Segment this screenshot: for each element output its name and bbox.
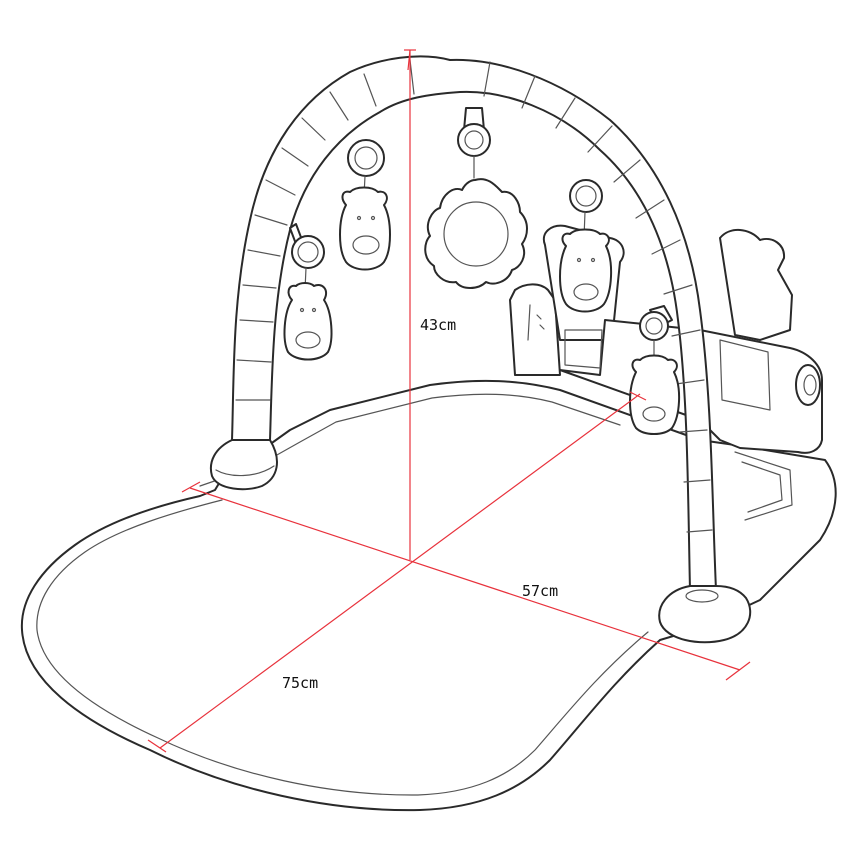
- bear-rattle-toy-left: [283, 223, 333, 361]
- length-dimension-back-tick: [629, 391, 647, 401]
- length-dimension-line: [159, 393, 641, 749]
- width-dimension-left-tick: [181, 481, 201, 493]
- length-dimension-label: 75cm: [282, 674, 318, 692]
- width-dimension-right-tick: [725, 661, 751, 681]
- sun-mirror-toy: [424, 107, 528, 289]
- length-dimension-front-tick: [147, 739, 167, 753]
- height-dimension-top-mark: [407, 49, 411, 71]
- play-mat: [20, 379, 837, 812]
- bear-rattle-toy-second: [339, 139, 391, 271]
- bear-rattle-toy-right: [559, 179, 612, 313]
- dimension-lines: [147, 49, 751, 753]
- width-dimension-label: 57cm: [522, 582, 558, 600]
- play-arch: [210, 55, 752, 644]
- width-dimension-line: [189, 487, 741, 671]
- height-dimension-label: 43cm: [420, 316, 456, 334]
- bear-rattle-toy-far-right: [629, 305, 680, 435]
